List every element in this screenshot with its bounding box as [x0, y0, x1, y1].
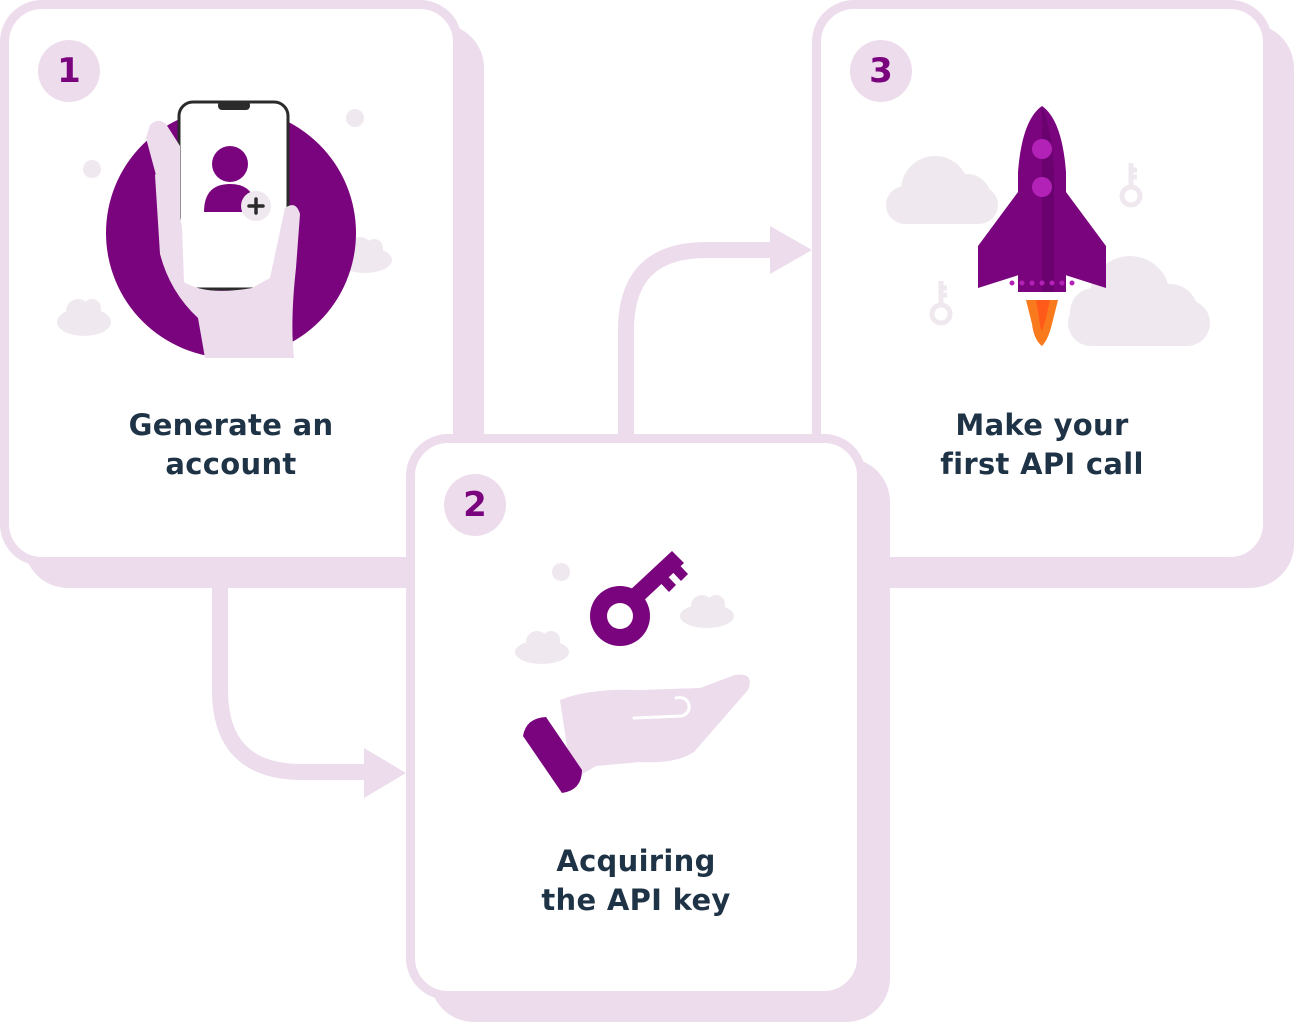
key-in-hand-icon: [515, 551, 750, 793]
arrowhead-step-2: [364, 748, 406, 798]
connector-arrow-2-to-3: [618, 242, 778, 440]
step-number-badge-2: 2: [444, 474, 506, 536]
connector-arrow-1-to-2: [212, 560, 372, 780]
arrowhead-step-3: [770, 226, 812, 274]
step-number-badge-3: 3: [850, 40, 912, 102]
step-number-badge-1: 1: [38, 40, 100, 102]
phone-add-user-icon: [57, 100, 392, 358]
rocket-icon: [886, 106, 1210, 346]
